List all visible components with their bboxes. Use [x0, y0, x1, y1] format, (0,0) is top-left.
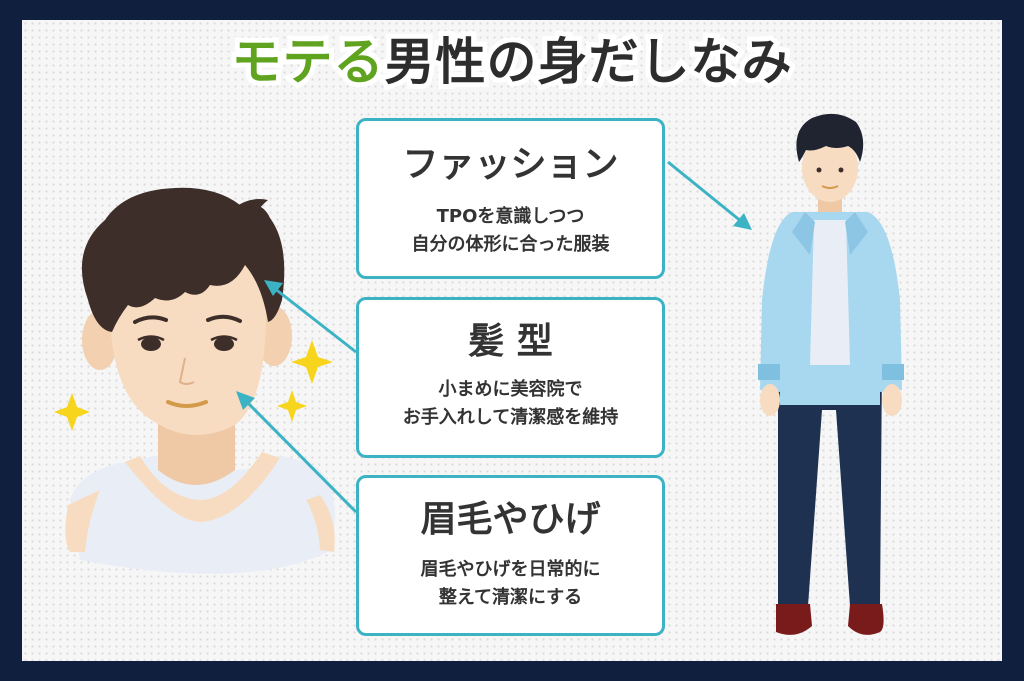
card-title: 髪 型 [468, 321, 553, 362]
neck [158, 420, 235, 485]
left-cuff [758, 364, 780, 380]
inner-shirt [810, 220, 850, 365]
card-hairstyle: 髪 型 小まめに美容院で お手入れして清潔感を維持 [356, 297, 665, 458]
left-eye [141, 337, 161, 351]
card-fashion: ファッション TPOを意識しつつ 自分の体形に合った服装 [356, 118, 665, 279]
mouth [166, 400, 208, 408]
pants [778, 365, 882, 606]
left-lapel [792, 212, 815, 255]
card-line: 自分の体形に合った服装 [411, 234, 610, 255]
card-line: 整えて清潔にする [438, 587, 583, 608]
arrow-head-icon [733, 213, 752, 230]
left-hand [760, 384, 780, 416]
sparkle-icon [54, 393, 90, 431]
card-line: 小まめに美容院で [438, 379, 583, 400]
right-eye [838, 167, 844, 173]
card-line: 眉毛やひげを日常的に [420, 559, 601, 580]
sparkle-icon [291, 340, 333, 384]
card-body: 小まめに美容院で お手入れして清潔感を維持 [359, 376, 662, 432]
card-line: お手入れして清潔感を維持 [402, 407, 619, 428]
standing-man-illustration [758, 113, 904, 635]
right-hand [882, 384, 902, 416]
card-body: 眉毛やひげを日常的に 整えて清潔にする [359, 556, 662, 612]
chest [125, 452, 280, 522]
nose [178, 357, 195, 385]
card-title: 眉毛やひげ [420, 499, 601, 540]
right-cuff [882, 364, 904, 380]
left-eye [816, 167, 822, 173]
arrow-head-icon [264, 280, 283, 296]
left-shoe [776, 604, 812, 635]
page-title: モテる男性の身だしなみ [0, 28, 1024, 96]
arrow-to-face [243, 398, 358, 514]
left-eyelid [137, 335, 165, 342]
arrow-head-icon [236, 391, 255, 410]
head [802, 134, 858, 202]
hair [81, 187, 285, 332]
hair-tuft [234, 199, 268, 220]
right-arm [306, 495, 335, 552]
sparkle-icons [54, 340, 333, 431]
hair [796, 113, 864, 162]
card-title: ファッション [402, 144, 619, 185]
right-eye [214, 337, 234, 351]
portrait-man-illustration [65, 187, 335, 574]
sparkle-icon [277, 390, 307, 422]
arrow-heads [236, 213, 752, 410]
right-eyebrow [206, 314, 242, 323]
arrow-to-outfit [667, 160, 743, 224]
arrow-to-hair [273, 286, 357, 354]
right-shoe [848, 604, 884, 635]
card-line: TPOを意識しつつ [436, 206, 585, 227]
mouth [821, 185, 839, 189]
left-eyebrow [133, 315, 168, 324]
left-arm [65, 490, 100, 552]
title-main: 男性の身だしなみ [380, 28, 797, 96]
title-accent: モテる [227, 28, 389, 96]
card-eyebrows-beard: 眉毛やひげ 眉毛やひげを日常的に 整えて清潔にする [356, 475, 665, 636]
right-lapel [845, 212, 868, 255]
pointer-arrows [243, 160, 743, 514]
card-body: TPOを意識しつつ 自分の体形に合った服装 [359, 203, 662, 259]
right-eyelid [210, 335, 238, 342]
